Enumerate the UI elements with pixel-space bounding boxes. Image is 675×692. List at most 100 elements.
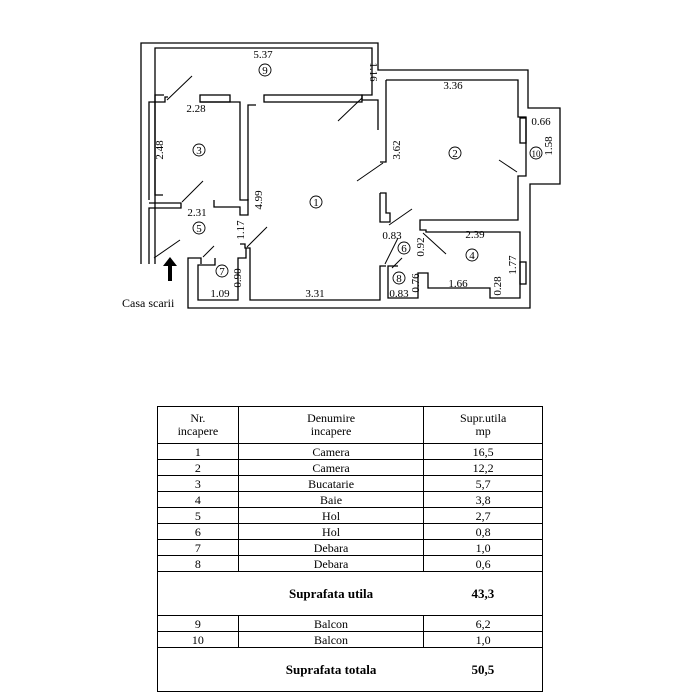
header-text: incapere <box>310 424 352 438</box>
door-swing <box>391 257 403 269</box>
window <box>519 261 527 285</box>
useful-area-value: 43,3 <box>423 571 543 616</box>
cell-nr: 9 <box>157 615 239 632</box>
cell-nr: 3 <box>157 475 239 492</box>
cell-name: Debara <box>237 539 425 556</box>
cell-nr: 5 <box>157 507 239 524</box>
cell-name: Debara <box>237 555 425 572</box>
cell-name: Baie <box>237 491 425 508</box>
cell-name: Camera <box>237 459 425 476</box>
inner-wall <box>200 101 256 201</box>
header-text: mp <box>475 424 491 438</box>
cell-nr: 8 <box>157 555 239 572</box>
dimension-label: 1.58 <box>543 136 555 156</box>
cell-area: 0,8 <box>423 523 543 540</box>
inner-wall <box>154 47 379 264</box>
cell-area: 12,2 <box>423 459 543 476</box>
cell-nr: 6 <box>157 523 239 540</box>
room-number: 1 <box>313 197 319 209</box>
floor-plan: 1 2 3 4 5 6 7 8 9 10 5.37 1.16 2.28 2.48… <box>122 42 561 310</box>
header-text: incapere <box>177 424 219 438</box>
dimension-label: 1.66 <box>448 278 468 290</box>
entrance-label: Casa scarii <box>122 296 175 310</box>
dimension-label: 2.39 <box>465 229 485 241</box>
inner-wall <box>379 192 391 223</box>
empty-cell <box>157 647 239 692</box>
total-area-label: Suprafata totala <box>238 647 424 692</box>
door-swing <box>246 226 268 248</box>
inner-wall <box>148 202 182 264</box>
room-number: 8 <box>396 273 402 285</box>
header-text: Nr. <box>190 411 206 425</box>
cell-name: Balcon <box>237 615 425 632</box>
dimension-label: 0.83 <box>389 288 409 300</box>
dimension-label: 0.76 <box>410 273 422 293</box>
empty-cell <box>157 571 239 616</box>
dimension-label: 0.92 <box>415 237 427 256</box>
door-swing <box>498 159 518 173</box>
dimension-label: 3.36 <box>443 80 463 92</box>
window <box>519 117 527 144</box>
cell-area: 1,0 <box>423 539 543 556</box>
total-area-row: Suprafata totala 50,5 <box>157 647 543 692</box>
dimension-label: 2.48 <box>154 140 166 160</box>
useful-area-row: Suprafata utila 43,3 <box>157 571 543 616</box>
dimension-label: 1.09 <box>210 288 230 300</box>
inner-wall <box>154 94 164 196</box>
room-number: 6 <box>401 243 407 255</box>
cell-nr: 1 <box>157 443 239 460</box>
cell-name: Hol <box>237 523 425 540</box>
room-number: 4 <box>469 250 475 262</box>
outer-wall <box>140 42 561 309</box>
dimension-label: 2.28 <box>186 103 206 115</box>
cell-area: 6,2 <box>423 615 543 632</box>
header-nr: Nr.incapere <box>157 406 239 444</box>
cell-name: Balcon <box>237 631 425 648</box>
cell-name: Bucatarie <box>237 475 425 492</box>
dimension-label: 3.31 <box>305 288 324 300</box>
window <box>263 94 363 103</box>
cell-area: 16,5 <box>423 443 543 460</box>
dimension-label: 0.66 <box>531 116 551 128</box>
inner-wall <box>213 199 249 216</box>
cell-name: Camera <box>237 443 425 460</box>
header-text: Denumire <box>307 411 356 425</box>
door-swing <box>422 232 447 255</box>
room-number: 9 <box>262 65 268 77</box>
cell-area: 3,8 <box>423 491 543 508</box>
room-number: 2 <box>452 148 458 160</box>
dimension-label: 3.62 <box>391 140 403 159</box>
inner-wall <box>240 243 386 301</box>
inner-wall <box>197 248 247 301</box>
cell-nr: 7 <box>157 539 239 556</box>
dimension-label: 1.77 <box>507 255 519 275</box>
dimension-label: 2.31 <box>187 207 206 219</box>
door-swing <box>166 75 193 101</box>
dimension-label: 1.17 <box>235 220 247 240</box>
dimension-label: 1.16 <box>367 62 379 82</box>
inner-wall <box>386 79 527 299</box>
dimension-label: 0.83 <box>382 230 402 242</box>
header-text: Supr.utila <box>459 411 507 425</box>
room-number: 3 <box>196 145 202 157</box>
door-swing <box>202 245 215 258</box>
cell-nr: 10 <box>157 631 239 648</box>
inner-wall <box>380 80 387 163</box>
inner-wall <box>148 96 168 200</box>
room-number: 5 <box>196 223 202 235</box>
cell-nr: 2 <box>157 459 239 476</box>
useful-area-label: Suprafata utila <box>238 571 424 616</box>
dimension-label: 5.37 <box>253 49 273 61</box>
door-swing <box>181 180 204 203</box>
cell-name: Hol <box>237 507 425 524</box>
room-number: 7 <box>219 266 225 278</box>
